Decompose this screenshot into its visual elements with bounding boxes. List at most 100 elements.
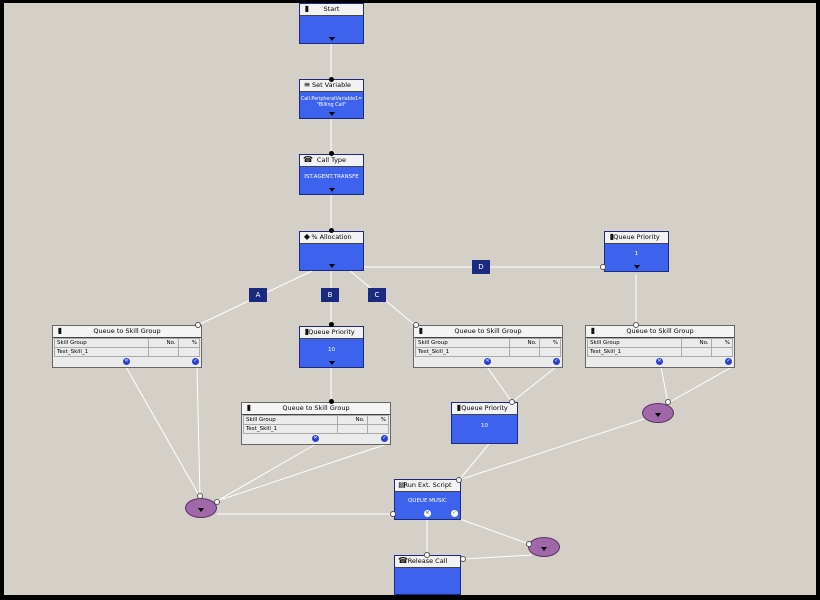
input-port[interactable] <box>456 477 462 483</box>
check-icon[interactable]: ✓ <box>381 435 388 442</box>
traffic-light-icon: ▮ <box>609 232 615 241</box>
check-icon[interactable]: ✓ <box>725 358 732 365</box>
skill-group-header: ▮ Queue to Skill Group <box>53 326 201 338</box>
col-pct: % <box>177 338 201 348</box>
check-icon[interactable]: ✓ <box>553 358 560 365</box>
script-canvas[interactable]: ▮ Start ≡ Set Variable Call.PeripheralVa… <box>4 3 816 595</box>
queue-priority-title: Queue Priority <box>613 233 660 241</box>
connector-oval-bottom[interactable] <box>528 537 560 557</box>
run-ext-script-header: ▤ Run Ext. Script <box>395 480 460 492</box>
equals-icon: ≡ <box>303 80 311 89</box>
release-call-node[interactable]: ☎ Release Call <box>394 555 461 595</box>
queue-priority-header: ▮ Queue Priority <box>300 327 363 339</box>
queue-priority-node-lower[interactable]: ▮ Queue Priority 10 <box>451 402 518 444</box>
close-icon[interactable]: ✕ <box>312 435 319 442</box>
input-port[interactable] <box>600 264 606 270</box>
call-type-header: ☎ Call Type <box>300 155 363 167</box>
input-port[interactable] <box>424 552 430 558</box>
connection-point[interactable] <box>329 151 334 156</box>
input-port[interactable] <box>665 399 671 405</box>
connection-point[interactable] <box>329 77 334 82</box>
skill-group-cell[interactable]: Test_Skill_1 <box>414 347 511 357</box>
connector-oval-right[interactable] <box>642 403 674 423</box>
close-icon[interactable]: ✕ <box>424 510 431 517</box>
phone-icon: ☎ <box>303 155 313 164</box>
queue-priority-node-mid[interactable]: ▮ Queue Priority 10 <box>299 326 364 368</box>
input-port[interactable] <box>390 511 396 517</box>
connection-point[interactable] <box>329 399 334 404</box>
call-type-title: Call Type <box>316 156 347 164</box>
set-variable-expression: Call.PeripheralVariable1= <box>300 97 363 102</box>
queue-priority-header: ▮ Queue Priority <box>452 403 517 415</box>
queue-priority-title: Queue Priority <box>461 404 508 412</box>
branch-label-b[interactable]: B <box>321 288 339 302</box>
wire-sg4-oval2-a <box>660 366 669 404</box>
branch-label-d[interactable]: D <box>472 260 490 274</box>
chevron-down-icon[interactable] <box>633 265 640 269</box>
chevron-down-icon[interactable] <box>328 37 335 41</box>
input-port[interactable] <box>460 556 466 562</box>
input-port[interactable] <box>509 399 515 405</box>
wire-sg3-qplower-1 <box>486 366 513 403</box>
close-icon[interactable]: ✕ <box>656 358 663 365</box>
chevron-down-icon[interactable] <box>198 508 204 512</box>
input-port[interactable] <box>633 322 639 328</box>
input-port[interactable] <box>195 322 201 328</box>
input-port[interactable] <box>214 499 220 505</box>
chevron-down-icon[interactable] <box>655 413 661 417</box>
traffic-light-icon: ▮ <box>304 4 310 13</box>
col-skill-group: Skill Group <box>586 338 683 348</box>
connection-point[interactable] <box>329 228 334 233</box>
input-port[interactable] <box>197 493 203 499</box>
set-variable-node[interactable]: ≡ Set Variable Call.PeripheralVariable1=… <box>299 79 364 119</box>
check-icon[interactable]: ✓ <box>451 510 458 517</box>
branch-label-c[interactable]: C <box>368 288 386 302</box>
wire-sg2-oval1-b <box>216 443 388 502</box>
chevron-down-icon[interactable] <box>328 264 335 268</box>
chevron-down-icon[interactable] <box>328 361 335 365</box>
start-node-title: Start <box>323 5 340 13</box>
start-node-header: ▮ Start <box>300 4 363 16</box>
traffic-light-icon: ▮ <box>418 326 424 335</box>
wire-sg1-oval1-b <box>196 366 201 498</box>
skill-group-cell[interactable]: Test_Skill_1 <box>242 424 339 434</box>
close-icon[interactable]: ✕ <box>123 358 130 365</box>
wire-sg2-oval1-a <box>216 443 317 502</box>
skill-group-cell[interactable]: Test_Skill_1 <box>53 347 150 357</box>
traffic-light-icon: ▮ <box>304 327 310 336</box>
col-no: No. <box>509 338 540 348</box>
queue-priority-node-right[interactable]: ▮ Queue Priority 1 <box>604 231 669 272</box>
chevron-down-icon[interactable] <box>541 547 547 551</box>
chevron-down-icon[interactable] <box>328 188 335 192</box>
connector-oval-left[interactable] <box>185 498 217 518</box>
wire-oval2-runext <box>458 418 645 481</box>
input-port[interactable] <box>526 541 532 547</box>
skill-group-title: Queue to Skill Group <box>454 327 522 335</box>
input-port[interactable] <box>413 322 419 328</box>
release-call-header: ☎ Release Call <box>395 556 460 568</box>
check-icon[interactable]: ✓ <box>192 358 199 365</box>
connection-point[interactable] <box>329 322 334 327</box>
set-variable-header: ≡ Set Variable <box>300 80 363 92</box>
allocation-node[interactable]: ◆ % Allocation <box>299 231 364 271</box>
col-pct: % <box>366 415 390 425</box>
branch-label-a[interactable]: A <box>249 288 267 302</box>
traffic-light-icon: ▮ <box>590 326 596 335</box>
call-type-node[interactable]: ☎ Call Type IST.AGENT.TRANSFE <box>299 154 364 195</box>
wire-sg1-oval1-a <box>125 366 201 498</box>
close-icon[interactable]: ✕ <box>484 358 491 365</box>
chevron-down-icon[interactable] <box>328 112 335 116</box>
skill-group-header: ▮ Queue to Skill Group <box>242 403 390 415</box>
run-ext-script-node[interactable]: ▤ Run Ext. Script QUEUE MUSIC ✕ ✓ <box>394 479 461 520</box>
skill-group-cell[interactable]: Test_Skill_1 <box>586 347 683 357</box>
start-node[interactable]: ▮ Start <box>299 3 364 44</box>
col-skill-group: Skill Group <box>53 338 150 348</box>
